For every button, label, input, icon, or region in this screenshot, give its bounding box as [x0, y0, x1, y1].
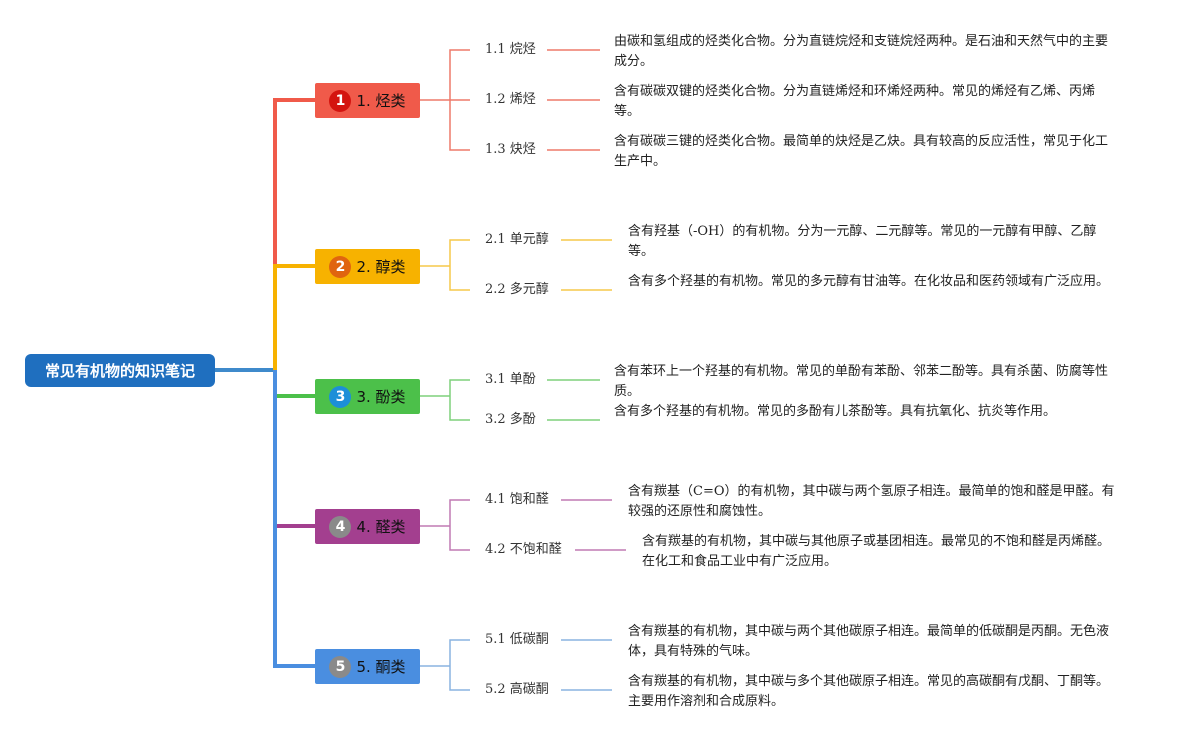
subtopic-description: 由碳和氢组成的烃类化合物。分为直链烷烃和支链烷烃两种。是石油和天然气中的主要成分…	[614, 34, 1109, 69]
subtopic-description: 含有羟基（-OH）的有机物。分为一元醇、二元醇等。常见的一元醇有甲醇、乙醇等。	[628, 224, 1097, 259]
category-label: 4. 醛类	[356, 518, 406, 536]
subtopic-node[interactable]: 1.1 烷烃	[485, 42, 536, 57]
category-label: 2. 醇类	[356, 258, 406, 276]
subtopic-description: 含有多个羟基的有机物。常见的多元醇有甘油等。在化妆品和医药领域有广泛应用。	[628, 274, 1110, 289]
subtopic-description: 含有羰基（C=O）的有机物，其中碳与两个氢原子相连。最简单的饱和醛是甲醛。有较强…	[628, 484, 1115, 519]
subtopic-description: 含有羰基的有机物，其中碳与两个其他碳原子相连。最简单的低碳酮是丙酮。无色液体，具…	[628, 624, 1110, 659]
subtopic-node[interactable]: 1.2 烯烃	[485, 92, 536, 107]
number-badge-icon: 2	[329, 255, 352, 278]
number-badge-icon: 1	[329, 89, 352, 112]
subtopic-node[interactable]: 4.1 饱和醛	[485, 492, 549, 507]
number-badge-icon: 3	[329, 385, 352, 408]
subtopic-description: 含有羰基的有机物，其中碳与多个其他碳原子相连。常见的高碳酮有戊酮、丁酮等。主要用…	[628, 674, 1110, 709]
subtopic-node[interactable]: 3.2 多酚	[485, 412, 536, 427]
subtopic-node[interactable]: 4.2 不饱和醛	[485, 542, 562, 557]
subtopic-node[interactable]: 2.1 单元醇	[485, 232, 549, 247]
subtopic-node[interactable]: 1.3 炔烃	[485, 142, 536, 157]
subtopic-node[interactable]: 2.2 多元醇	[485, 282, 549, 297]
subtopic-description: 含有碳碳双键的烃类化合物。分为直链烯烃和环烯烃两种。常见的烯烃有乙烯、丙烯等。	[614, 84, 1096, 119]
subtopic-description: 含有多个羟基的有机物。常见的多酚有儿茶酚等。具有抗氧化、抗炎等作用。	[614, 404, 1057, 419]
subtopic-node[interactable]: 3.1 单酚	[485, 372, 536, 387]
category-label: 5. 酮类	[356, 658, 406, 676]
number-badge-icon: 4	[329, 515, 352, 538]
root-node[interactable]: 常见有机物的知识笔记	[25, 354, 215, 387]
subtopic-description: 含有碳碳三键的烃类化合物。最简单的炔烃是乙炔。具有较高的反应活性，常见于化工生产…	[614, 134, 1109, 169]
subtopic-description: 含有苯环上一个羟基的有机物。常见的单酚有苯酚、邻苯二酚等。具有杀菌、防腐等性质。	[614, 364, 1109, 399]
category-label: 1. 烃类	[356, 92, 406, 110]
subtopic-node[interactable]: 5.1 低碳酮	[485, 632, 549, 647]
subtopic-description: 含有羰基的有机物，其中碳与其他原子或基团相连。最常见的不饱和醛是丙烯醛。在化工和…	[642, 534, 1111, 569]
subtopic-node[interactable]: 5.2 高碳酮	[485, 682, 549, 697]
category-label: 3. 酚类	[356, 388, 406, 406]
number-badge-icon: 5	[329, 655, 352, 678]
root-title: 常见有机物的知识笔记	[44, 362, 195, 380]
